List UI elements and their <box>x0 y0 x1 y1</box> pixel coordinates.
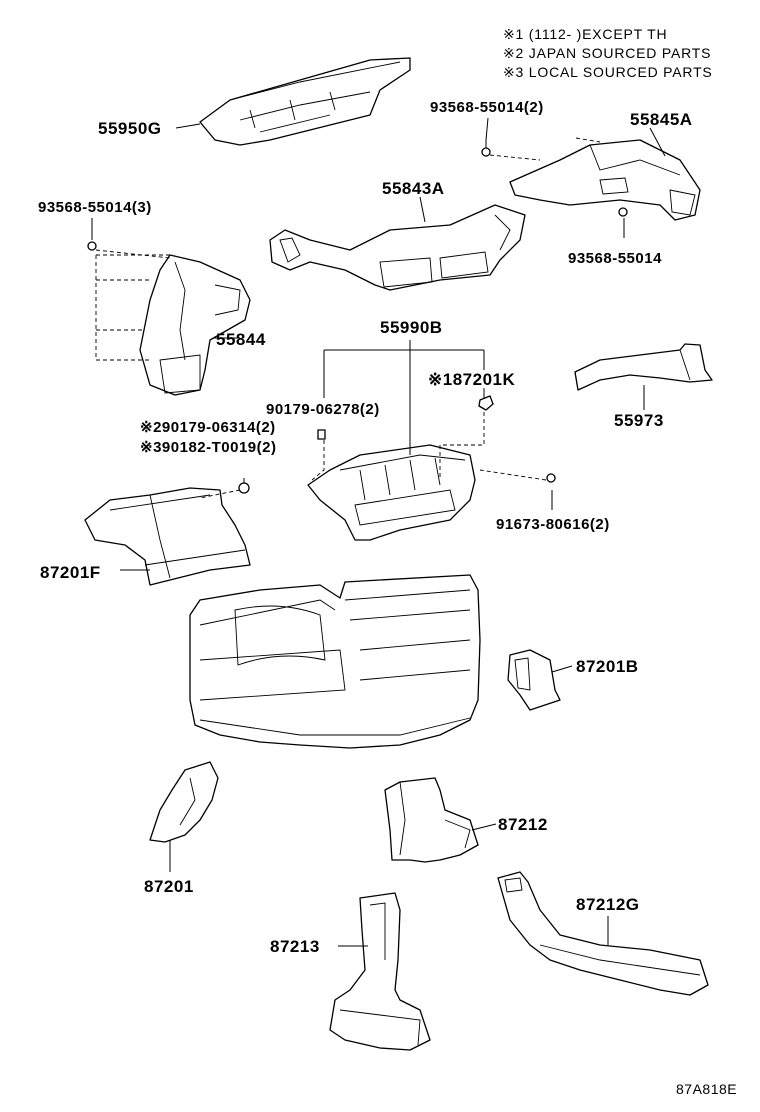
label-55950G[interactable]: 55950G <box>98 119 162 138</box>
clip-icon <box>317 429 326 440</box>
label-55973[interactable]: 55973 <box>614 411 664 430</box>
label-93568-55014[interactable]: 93568-55014 <box>568 250 662 267</box>
label-55990B[interactable]: 55990B <box>380 318 443 337</box>
duct-55845A[interactable] <box>509 139 701 221</box>
bolt-icon <box>618 207 628 217</box>
diagram-code: 87A818E <box>676 1081 738 1097</box>
label-55844[interactable]: 55844 <box>216 330 266 349</box>
duct-55843A[interactable] <box>269 204 526 291</box>
label-87201F[interactable]: 87201F <box>40 563 101 582</box>
duct-87213[interactable] <box>329 892 431 1051</box>
note-3: ※3 LOCAL SOURCED PARTS <box>503 64 713 80</box>
bolt-icon <box>87 241 97 251</box>
label-55845A[interactable]: 55845A <box>630 110 693 129</box>
bolt-icon <box>481 140 491 157</box>
label-87201B[interactable]: 87201B <box>576 657 639 676</box>
note-2: ※2 JAPAN SOURCED PARTS <box>503 45 712 61</box>
label-87213[interactable]: 87213 <box>270 937 320 956</box>
label-87212G[interactable]: 87212G <box>576 895 640 914</box>
duct-55950G[interactable] <box>199 57 411 146</box>
register-55990B[interactable] <box>307 444 476 541</box>
bolt-icon <box>546 473 556 483</box>
duct-87212G[interactable] <box>497 871 709 996</box>
nut-icon <box>238 482 250 494</box>
duct-87212[interactable] <box>384 777 479 863</box>
label-90179-06278[interactable]: 90179-06278(2) <box>266 401 380 418</box>
duct-87201F[interactable] <box>84 487 251 586</box>
label-91673-80616[interactable]: 91673-80616(2) <box>496 516 610 533</box>
label-93568-55014-2[interactable]: 93568-55014(2) <box>430 99 544 116</box>
label-87212[interactable]: 87212 <box>498 815 548 834</box>
duct-55973[interactable] <box>574 343 713 391</box>
label-87201[interactable]: 87201 <box>144 877 194 896</box>
note-1: ※1 (1112- )EXCEPT TH <box>503 26 668 42</box>
label-93568-55014-3[interactable]: 93568-55014(3) <box>38 199 152 216</box>
duct-55844[interactable] <box>139 254 251 396</box>
label-90182-T0019[interactable]: ※390182-T0019(2) <box>140 439 277 456</box>
hvac-unit[interactable] <box>189 574 481 749</box>
duct-87201[interactable] <box>149 761 219 843</box>
label-55843A[interactable]: 55843A <box>382 179 445 198</box>
label-87201K[interactable]: ※187201K <box>428 370 516 389</box>
duct-87201B[interactable] <box>507 649 561 711</box>
label-90179-06314[interactable]: ※290179-06314(2) <box>140 419 276 436</box>
clip-icon <box>478 395 494 411</box>
